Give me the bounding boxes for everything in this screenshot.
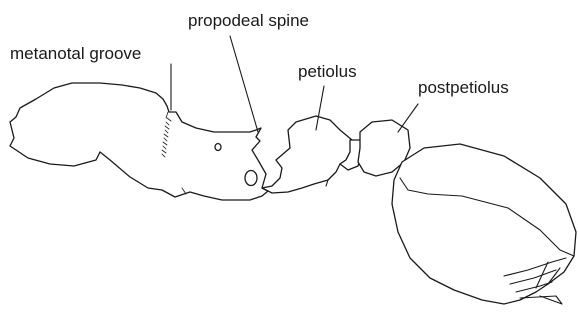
gaster-outline [392,144,576,304]
petiole-outline [262,116,352,193]
label-postpetiolus: postpetiolus [418,79,509,96]
mesosoma-outline [10,83,268,200]
label-petiolus: petiolus [298,63,357,80]
propodeal-spiracle [245,171,257,186]
propodeal-spine-leader [230,36,258,132]
postpetiolus-leader [398,104,418,132]
sting [520,296,562,304]
label-propodeal-spine: propodeal spine [188,12,309,29]
label-metanotal-groove: metanotal groove [10,45,141,62]
mesosoma-pore [215,144,221,151]
